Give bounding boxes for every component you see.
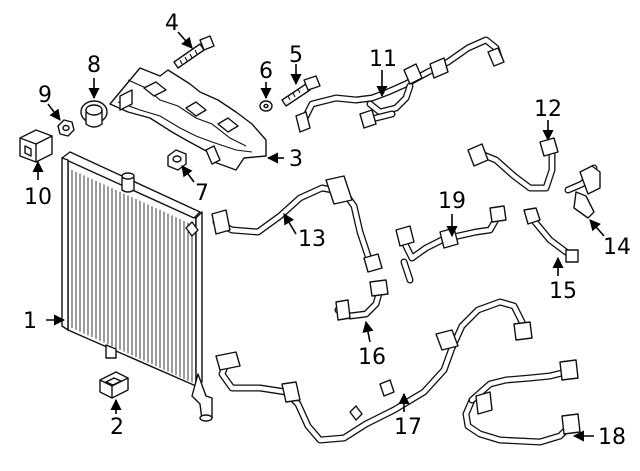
callout-9: 9 xyxy=(38,83,52,108)
callout-1: 1 xyxy=(23,309,37,334)
hose-17 xyxy=(215,298,533,444)
nut-9 xyxy=(57,119,75,137)
callout-5: 5 xyxy=(289,43,303,68)
callout-17: 17 xyxy=(394,415,422,440)
callout-19: 19 xyxy=(438,189,466,214)
callout-numbers: 1 2 3 4 5 6 7 8 9 10 11 12 13 14 15 16 1… xyxy=(23,11,631,450)
callout-3: 3 xyxy=(289,147,303,172)
hose-18 xyxy=(462,359,581,446)
hose-12 xyxy=(467,137,559,192)
callout-15: 15 xyxy=(549,279,577,304)
callout-12: 12 xyxy=(534,97,562,122)
upper-deflector xyxy=(109,67,267,171)
hose-13 xyxy=(211,175,383,273)
callout-7: 7 xyxy=(195,181,209,206)
callout-10: 10 xyxy=(24,185,52,210)
mount-bushing xyxy=(99,371,129,399)
nut-7 xyxy=(167,149,187,171)
callout-4: 4 xyxy=(165,11,179,36)
radiator xyxy=(61,151,213,422)
hose-19 xyxy=(395,205,507,284)
radiator-fins xyxy=(71,170,193,383)
fitting-14 xyxy=(564,164,601,219)
callout-14: 14 xyxy=(603,235,631,260)
bolt-5 xyxy=(281,75,321,107)
callout-18: 18 xyxy=(598,425,626,450)
washer-6 xyxy=(259,100,273,112)
fitting-15 xyxy=(523,207,579,263)
callout-11: 11 xyxy=(369,47,397,72)
block-mount-10 xyxy=(19,129,53,163)
callout-8: 8 xyxy=(87,53,101,78)
callout-2: 2 xyxy=(110,415,124,440)
hose-11 xyxy=(295,36,505,133)
callout-leaders xyxy=(32,31,605,442)
callout-13: 13 xyxy=(298,227,326,252)
clip-8 xyxy=(80,100,108,128)
callout-6: 6 xyxy=(259,59,273,84)
callout-16: 16 xyxy=(358,345,386,370)
hose-16 xyxy=(334,279,389,321)
bolt-4 xyxy=(173,35,215,69)
